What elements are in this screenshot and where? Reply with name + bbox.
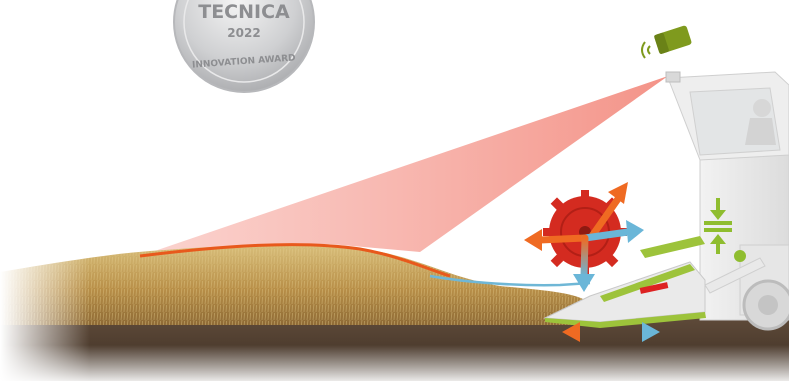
signal-waves-icon xyxy=(642,42,650,58)
award-medal: TECNICA 2022 INNOVATION AWARD xyxy=(174,0,314,92)
medal-year: 2022 xyxy=(227,26,260,40)
medal-title: TECNICA xyxy=(198,1,290,23)
green-sensor-icon xyxy=(654,25,693,55)
